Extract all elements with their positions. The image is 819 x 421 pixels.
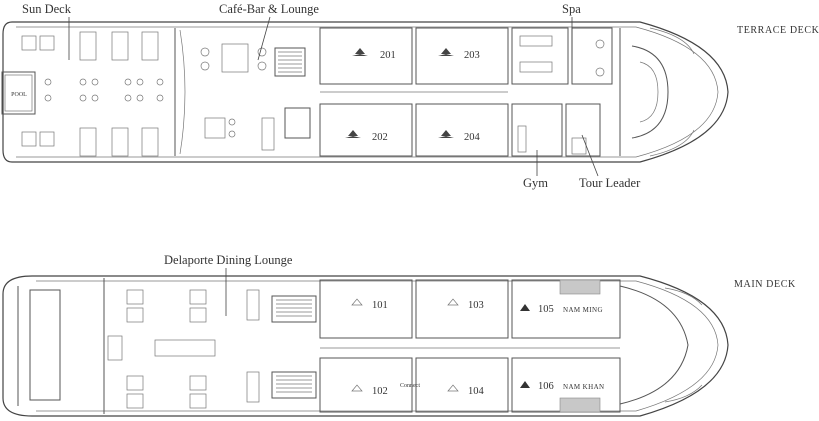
main-deck-label: MAIN DECK (734, 279, 796, 290)
main-hull (2, 275, 729, 417)
main-bow (619, 285, 703, 405)
dining-label: Delaporte Dining Lounge (164, 253, 293, 267)
terrace-deck: POOL (1, 2, 819, 190)
terrace-bow (619, 27, 695, 157)
cabin-101 (319, 279, 413, 339)
dining-tables (126, 289, 260, 409)
cafe-label: Café-Bar & Lounge (219, 2, 319, 16)
terrace-deck-label: TERRACE DECK (737, 25, 819, 36)
lotus-icon (351, 384, 363, 392)
spa-gym-area (511, 27, 613, 157)
gym-label: Gym (523, 176, 548, 190)
cabin-106-label: 106 (538, 381, 554, 392)
cabin-103-label: 103 (468, 300, 484, 311)
cabin-201-label: 201 (380, 50, 396, 61)
terrace-stairs (274, 47, 311, 139)
cabin-203-label: 203 (464, 50, 480, 61)
cabin-103 (415, 279, 509, 339)
main-deck: 101 103 102 104 105 106 Connect NAM MING… (2, 253, 796, 417)
cabin-104-label: 104 (468, 386, 485, 397)
lotus-icon (520, 304, 530, 311)
lotus-icon (351, 298, 363, 306)
cabin-104 (415, 357, 509, 413)
cabin-204 (415, 103, 509, 157)
nam-ming-label: NAM MING (563, 306, 603, 314)
lotus-icon (520, 381, 530, 388)
cabin-202-label: 202 (372, 132, 388, 143)
lotus-icon (447, 384, 459, 392)
tour-leader-label: Tour Leader (579, 176, 641, 190)
sun-deck-label: Sun Deck (22, 2, 72, 16)
lotus-icon (345, 130, 361, 138)
main-stairs (271, 295, 317, 399)
sun-deck-furniture (21, 31, 164, 157)
lotus-icon (438, 48, 454, 56)
cabin-101-label: 101 (372, 300, 388, 311)
cafe-lounge-area (174, 28, 275, 156)
cabin-203 (415, 27, 509, 85)
cabin-204-label: 204 (464, 132, 481, 143)
nam-khan-label: NAM KHAN (563, 383, 605, 391)
connect-label: Connect (400, 383, 420, 389)
cabin-202 (319, 103, 413, 157)
pool: POOL (1, 71, 36, 115)
lotus-icon (352, 48, 368, 56)
spa-label: Spa (562, 2, 581, 16)
cabin-102-label: 102 (372, 386, 388, 397)
cabin-201 (319, 27, 413, 85)
lotus-icon (438, 130, 454, 138)
cabin-105-label: 105 (538, 304, 554, 315)
main-cabins: 101 103 102 104 105 106 Connect NAM MING… (319, 279, 621, 413)
terrace-cabins: 201 203 202 204 (319, 27, 509, 157)
terrace-hull (2, 21, 729, 163)
cabin-102 (319, 357, 413, 413)
main-aft-area (17, 278, 123, 414)
lotus-icon (447, 298, 459, 306)
pool-label: POOL (11, 92, 27, 98)
